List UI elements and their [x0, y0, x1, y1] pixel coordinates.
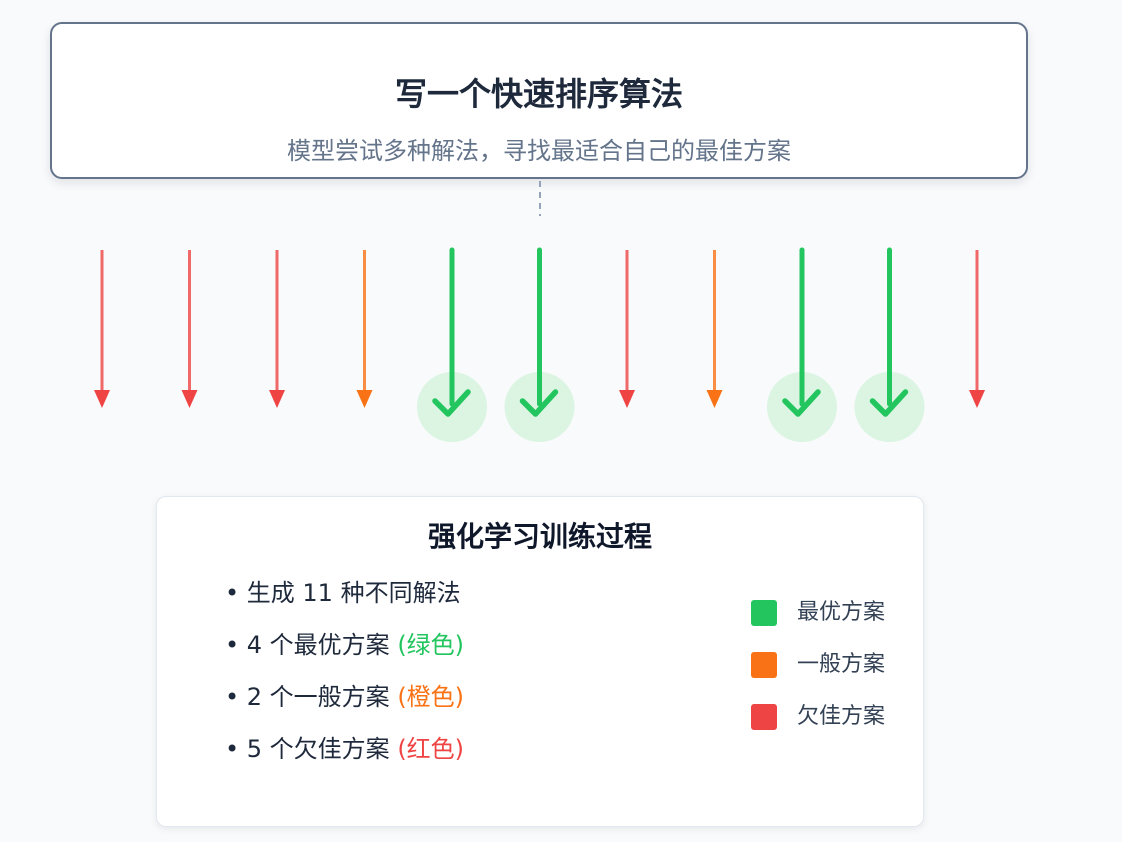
legend-swatch-red: [751, 704, 777, 730]
summary-item-text: 4 个最优方案: [239, 631, 398, 659]
color-tag-green: (绿色): [397, 631, 465, 659]
legend-label: 一般方案: [797, 652, 886, 677]
checkmark-icon: [519, 389, 559, 417]
checkmark-icon: [869, 389, 909, 417]
checkmark-icon: [782, 389, 821, 417]
summary-card: 强化学习训练过程 • 生成 11 种不同解法 • 4 个最优方案 (绿色) • …: [156, 496, 924, 827]
legend-item-best: 最优方案: [751, 598, 885, 650]
summary-item-text: 2 个一般方案: [239, 683, 398, 711]
prompt-subtitle: 模型尝试多种解法，寻找最适合自己的最佳方案: [287, 137, 791, 165]
bullet-dot: •: [225, 579, 240, 607]
legend-item-average: 一般方案: [751, 650, 885, 702]
summary-item-text: 5 个欠佳方案: [239, 735, 398, 763]
prompt-card: 写一个快速排序算法 模型尝试多种解法，寻找最适合自己的最佳方案: [50, 22, 1028, 179]
legend-item-poor: 欠佳方案: [751, 702, 885, 754]
checkmark-icon: [432, 389, 471, 417]
arrowhead-poor: [94, 390, 110, 408]
color-tag-orange: (橙色): [397, 683, 465, 711]
summary-item: • 生成 11 种不同解法: [225, 573, 464, 625]
legend-swatch-orange: [751, 652, 777, 678]
arrowhead-poor: [181, 390, 198, 408]
legend-label: 欠佳方案: [797, 704, 886, 729]
summary-list: • 生成 11 种不同解法 • 4 个最优方案 (绿色) • 2 个一般方案 (…: [225, 573, 464, 781]
summary-item-text: 生成 11 种不同解法: [239, 579, 461, 607]
summary-item: • 5 个欠佳方案 (红色): [225, 729, 464, 781]
attempt-arrows: [94, 181, 985, 442]
arrowhead-average: [706, 390, 723, 408]
arrowhead-poor: [619, 390, 635, 408]
bullet-dot: •: [225, 683, 240, 711]
color-tag-red: (红色): [397, 735, 465, 763]
legend-swatch-green: [751, 600, 777, 626]
prompt-title: 写一个快速排序算法: [394, 75, 683, 113]
legend-label: 最优方案: [797, 600, 886, 625]
summary-item: • 4 个最优方案 (绿色): [225, 625, 464, 677]
bullet-dot: •: [225, 631, 240, 659]
bullet-dot: •: [225, 735, 240, 763]
summary-title: 强化学习训练过程: [427, 520, 652, 553]
arrowhead-average: [356, 390, 373, 408]
summary-item: • 2 个一般方案 (橙色): [225, 677, 464, 729]
arrowhead-poor: [969, 390, 985, 408]
legend: 最优方案 一般方案 欠佳方案: [751, 598, 885, 754]
arrowhead-poor: [269, 390, 285, 408]
